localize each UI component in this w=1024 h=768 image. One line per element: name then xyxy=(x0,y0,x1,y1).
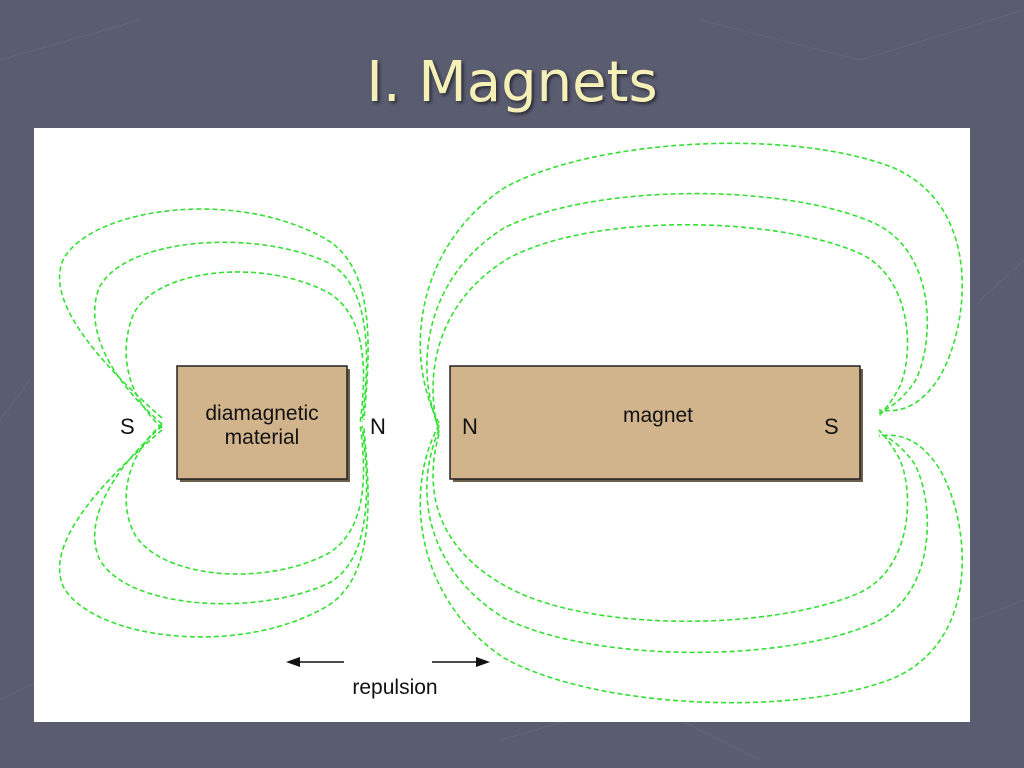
field-line xyxy=(432,223,909,434)
magnet-block: magnet xyxy=(449,365,863,482)
field-line xyxy=(432,429,909,623)
repulsion-arrow-right xyxy=(432,657,490,667)
field-line xyxy=(94,241,368,425)
diamagnetic-field-lines xyxy=(58,208,369,638)
diamagnetic-pole-s: S xyxy=(120,414,135,439)
magnet-diagram: diamagnetic material magnet S N N S repu… xyxy=(58,142,963,704)
diamagnetic-block: diamagnetic material xyxy=(176,365,350,482)
field-line xyxy=(419,424,963,704)
magnet-pole-n: N xyxy=(462,414,478,439)
magnet-field-lines xyxy=(419,142,963,704)
field-line xyxy=(426,429,929,654)
diamagnetic-label-line1: diamagnetic xyxy=(205,402,318,425)
magnet-pole-s: S xyxy=(824,414,839,439)
diagram-panel: diamagnetic material magnet S N N S repu… xyxy=(34,128,970,722)
field-line xyxy=(125,271,365,429)
repulsion-label: repulsion xyxy=(352,676,437,699)
field-line xyxy=(426,192,929,429)
repulsion-arrow-left xyxy=(286,657,344,667)
field-line xyxy=(94,425,368,605)
field-line xyxy=(58,427,369,638)
slide-title: I. Magnets xyxy=(366,50,658,115)
field-line xyxy=(419,142,963,424)
field-line xyxy=(58,208,369,421)
magnet-label: magnet xyxy=(623,404,693,427)
diamagnetic-label-line2: material xyxy=(225,426,300,449)
diamagnetic-pole-n: N xyxy=(370,414,386,439)
field-line xyxy=(125,423,365,575)
